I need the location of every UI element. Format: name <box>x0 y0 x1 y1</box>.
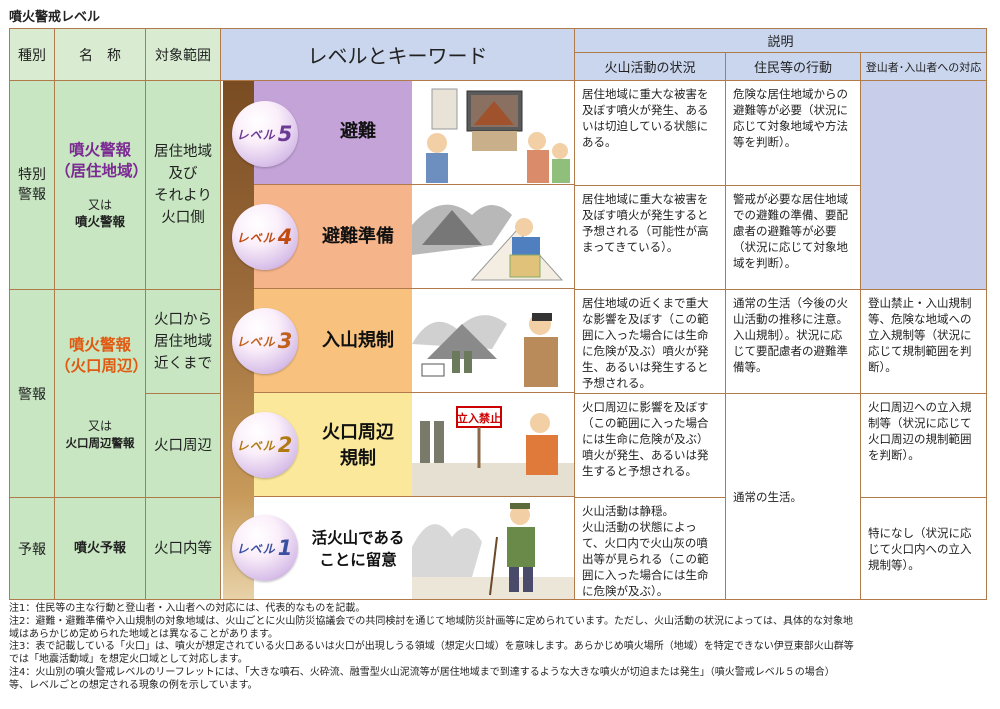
page-title: 噴火警戒レベル <box>9 10 101 25</box>
header-scope: 対象範囲 <box>145 28 221 81</box>
resident-level3: 通常の生活（今後の火山活動の推移に注意。入山規制）。状況に応じて要配慮者の避難準… <box>725 289 861 394</box>
resident-level5: 危険な居住地域からの避難等が必要（状況に応じて対象地域や方法等を判断）。 <box>725 80 861 186</box>
level4-keyword: 避難準備 <box>322 226 394 247</box>
header-category: 種別 <box>9 28 55 81</box>
resident-level4: 警戒が必要な居住地域での避難の準備、要配慮者の避難等が必要（状況に応じて対象地域… <box>725 185 861 290</box>
scope-forecast: 火口内等 <box>145 497 221 600</box>
level3-keyword: 入山規制 <box>322 330 394 351</box>
name-special-alt: 噴火警報 <box>74 213 125 229</box>
active-volcano-illustration <box>412 497 574 599</box>
scope-special: 居住地域 及び それより 火口側 <box>145 80 221 290</box>
header-explanation: 説明 <box>574 28 987 53</box>
status-level3: 居住地域の近くまで重大な影響を及ぼす（この範囲に入った場合には生命に危険が及ぶ）… <box>574 289 726 394</box>
name-warning-cell: 噴火警報 （火口周辺） 又は 火口周辺警報 <box>54 289 149 498</box>
name-warning-main: 噴火警報 （火口周辺） <box>55 336 149 375</box>
category-forecast: 予報 <box>9 497 55 600</box>
name-forecast-cell: 噴火予報 <box>54 497 146 600</box>
scope-level3: 火口から 居住地域 近くまで <box>145 289 221 394</box>
note-line: 注2：避難・避難準備や入山規制の対象地域は、火山ごとに火山防災協議会での共同検討… <box>9 615 854 627</box>
note-line: 等、レベルごとの想定される現象の例を示しています。 <box>9 679 258 691</box>
note-line: 域はあらかじめ定められた地域とは異なることがあります。 <box>9 628 278 640</box>
climber-level3: 登山禁止・入山規制等、危険な地域への立入規制等（状況に応じて規制範囲を判断）。 <box>860 289 987 394</box>
climber-level1: 特になし（状況に応じて火口内への立入規制等）。 <box>860 497 987 600</box>
climber-level4-5 <box>860 80 987 290</box>
name-special-or: 又は <box>87 197 112 212</box>
resident-level1-2: 通常の生活。 <box>725 393 861 600</box>
entry-restriction-illustration <box>412 289 574 393</box>
note-line: 注1：住民等の主な行動と登山者・入山者への対応には、代表的なものを記載。 <box>9 603 366 614</box>
status-level2: 火口周辺に影響を及ぼす（この範囲に入った場合には生命に危険が及ぶ）噴火が発生、あ… <box>574 393 726 498</box>
category-special-warning: 特別 警報 <box>9 80 55 290</box>
header-name: 名 称 <box>54 28 146 81</box>
name-warning-or: 又は <box>87 419 112 433</box>
name-warning-alt: 火口周辺警報 <box>65 436 135 450</box>
category-warning: 警報 <box>9 289 55 498</box>
name-special-cell: 噴火警報 （居住地域） 又は 噴火警報 <box>54 80 149 290</box>
evacuation-prep-illustration <box>412 185 574 289</box>
name-special-main: 噴火警報 （居住地域） <box>55 140 149 180</box>
climber-level2: 火口周辺への立入規制等（状況に応じて火口周辺の規制範囲を判断）。 <box>860 393 987 498</box>
level1-keyword: 活火山である ことに留意 <box>311 529 405 569</box>
name-forecast-main: 噴火予報 <box>73 540 126 556</box>
crater-restriction-illustration: 立入禁止 <box>412 393 574 497</box>
note-line: では「地震活動域」を想定火口域として対応します。 <box>9 654 248 666</box>
level2-keyword: 火口周辺 規制 <box>322 422 394 469</box>
status-level4: 居住地域に重大な被害を及ぼす噴火が発生すると予想される（可能性が高まってきている… <box>574 185 726 290</box>
level5-keyword: 避難 <box>340 121 376 142</box>
status-level1: 火山活動は静穏。 火山活動の状態によって、火口内で火山灰の噴出等が見られる（この… <box>574 497 726 600</box>
no-entry-sign-text: 立入禁止 <box>457 411 501 425</box>
header-climber-action: 登山者･入山者への対応 <box>860 52 987 81</box>
header-resident-action: 住民等の行動 <box>725 52 861 81</box>
evacuation-illustration <box>412 81 574 185</box>
footnotes: 注1：住民等の主な行動と登山者・入山者への対応には、代表的なものを記載。 注2：… <box>9 603 994 693</box>
header-volcano-status: 火山活動の状況 <box>574 52 726 81</box>
note-line: 注4：火山別の噴火警戒レベルのリーフレットには、「大きな噴石、火砕流、融雪型火山… <box>9 666 835 678</box>
status-level5: 居住地域に重大な被害を及ぼす噴火が発生、あるいは切迫している状態にある。 <box>574 80 726 186</box>
header-level-keyword: レベルとキーワード <box>220 28 575 81</box>
note-line: 注3：表で記載している「火口」は、噴火が想定されている火口あるいは火口が出現しう… <box>9 641 854 653</box>
scope-level2: 火口周辺 <box>145 393 221 498</box>
